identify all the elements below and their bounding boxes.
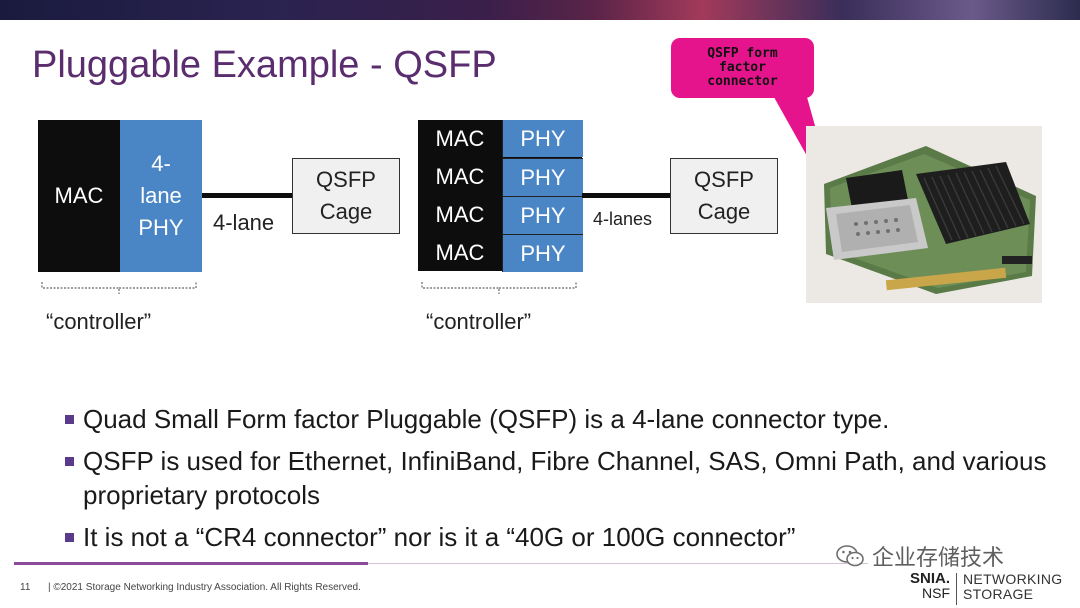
bullet-text: It is not a “CR4 connector” nor is it a … [83,522,796,552]
header-banner [0,0,1080,20]
controller-label-left: “controller” [46,309,152,334]
watermark-text: 企业存储技术 [872,546,1005,571]
mac-block: MAC [38,120,120,272]
bullet-text: Quad Small Form factor Pluggable (QSFP) … [83,404,890,434]
bullet-item: It is not a “CR4 connector” nor is it a … [62,520,1062,554]
logo-line2: STORAGE [963,586,1034,602]
mac-phy-row: MAC PHY [418,158,583,196]
link-line-right [582,193,672,198]
mac-cell: MAC [435,201,485,227]
mac-cell: MAC [435,239,485,265]
bullet-square-icon [65,457,74,466]
link-label-left: 4-lane [213,210,275,235]
wechat-icon [836,545,864,567]
phy-label-line: 4- [151,151,171,176]
phy-cell: PHY [502,196,583,234]
footer-accent-line [14,562,368,565]
bullet-square-icon [65,415,74,424]
footer-divider [368,563,868,564]
watermark: 企业存储技术 [836,540,1004,572]
bullet-square-icon [65,533,74,542]
mac-cell: MAC [435,125,485,151]
mac-cell: MAC [435,163,485,189]
phy-block: 4- lane PHY [120,120,202,272]
logo-brand-top: SNIA. [910,570,951,587]
controller-label-right: “controller” [426,309,532,334]
logo-line1: NETWORKING [963,571,1063,587]
phy-cell: PHY [502,234,583,272]
qsfp-cage-right: QSFP Cage [670,158,778,234]
mac-label: MAC [54,183,104,208]
logo-separator [956,573,958,605]
qsfp-card-photo [806,126,1042,303]
cage-label-line: Cage [319,199,373,224]
phy-label-line: PHY [138,215,184,240]
callout-line: connector [707,74,778,89]
controller-brace-right [421,282,577,294]
mac-phy-row: MAC PHY [418,120,583,157]
link-line-left [202,193,294,198]
qsfp-cage-left: QSFP Cage [292,158,400,234]
phy-cell: PHY [502,158,583,196]
mac-phy-row: MAC PHY [418,234,583,272]
callout-line: QSFP form [707,46,778,61]
mac-phy-grid: MAC PHY MAC PHY MAC PHY MAC PHY [418,120,583,272]
callout-box: QSFP form factor connector [671,38,814,98]
phy-label-line: lane [140,183,182,208]
cage-label-line: QSFP [694,167,754,192]
page-number: 11 [20,582,31,593]
cage-label-line: Cage [697,199,751,224]
bullet-item: QSFP is used for Ethernet, InfiniBand, F… [62,444,1062,512]
copyright-text: | ©2021 Storage Networking Industry Asso… [48,582,361,593]
bullet-list: Quad Small Form factor Pluggable (QSFP) … [62,402,1062,562]
callout-line: factor [719,60,766,75]
cage-label-line: QSFP [316,167,376,192]
snia-logo: SNIA. NSF NETWORKING STORAGE [910,570,1063,605]
link-label-right: 4-lanes [593,209,653,229]
controller-brace-left [41,282,197,294]
slide-title: Pluggable Example - QSFP [32,44,497,86]
phy-cell: PHY [502,120,583,157]
logo-brand-bottom: NSF [922,585,951,601]
mac-phy-row: MAC PHY [418,196,583,234]
bullet-text: QSFP is used for Ethernet, InfiniBand, F… [83,446,1047,510]
bullet-item: Quad Small Form factor Pluggable (QSFP) … [62,402,1062,436]
